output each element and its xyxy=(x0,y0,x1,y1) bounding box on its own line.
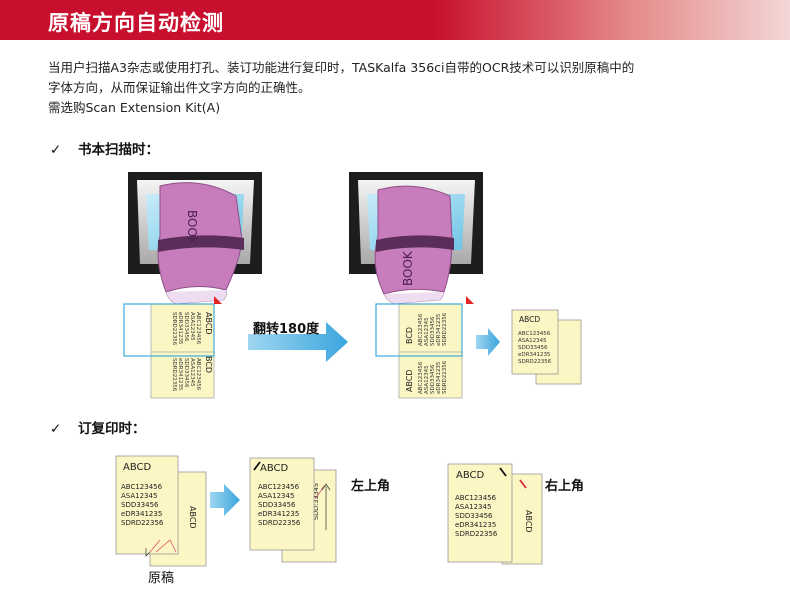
doc-line: SDD33456 xyxy=(430,316,436,346)
doc-line: SDRD22356 xyxy=(171,358,177,392)
doc-line: ASA12345 xyxy=(189,358,195,387)
check-icon: ✓ xyxy=(50,421,62,437)
doc-line: SDD33456 xyxy=(183,312,189,342)
section-book-scan: ✓ 书本扫描时： xyxy=(50,138,159,158)
doc-header-flipped-top: BCD xyxy=(405,327,414,344)
result-arrow-small xyxy=(476,328,500,356)
front-doc-line: ABC123456 xyxy=(455,494,497,502)
doc-line: eDR341235 xyxy=(177,312,183,345)
front-doc-line: SDD33456 xyxy=(455,512,493,520)
output-doc-header: ABCD xyxy=(519,315,540,324)
doc-line: eDR341235 xyxy=(177,358,183,391)
front-doc-line: ABC123456 xyxy=(258,483,300,491)
front-doc-header: ABCD xyxy=(260,463,289,474)
output-doc-line: SDRD22356 xyxy=(518,359,552,365)
doc-line: SDD33456 xyxy=(183,358,189,388)
doc-line: ABC123456 xyxy=(195,312,201,345)
front-doc-line: SDD33456 xyxy=(121,501,159,509)
front-doc-header: ABCD xyxy=(123,462,152,473)
output-pages: ABCD ABC123456 ASA12345 SDD33456 eDR3412… xyxy=(511,309,582,385)
intro-paragraph: 当用户扫描A3杂志或使用打孔、装订功能进行复印时，TASKalfa 356ci自… xyxy=(48,58,738,118)
binding-arrow xyxy=(210,484,240,516)
doc-header-flipped-bottom: ABCD xyxy=(405,369,414,392)
section-book-scan-label: 书本扫描时： xyxy=(78,142,159,158)
doc-line: SDRD22356 xyxy=(442,312,448,346)
book-title: BOOK xyxy=(185,210,199,246)
section-binding-copy: ✓ 订复印时： xyxy=(50,417,146,437)
book-title-flipped: BOOK xyxy=(401,250,415,286)
top-left-label: 左上角 xyxy=(351,479,391,494)
doc-line: ABC123456 xyxy=(195,358,201,391)
doc-header-top: ABCD xyxy=(204,312,213,335)
back-line-text: SDD:33345 xyxy=(312,483,320,520)
doc-line: SDRD22356 xyxy=(171,312,177,346)
scan-result-flipped: BCD ABCD ABC123456 ASA12345 SDD33456 eDR… xyxy=(375,296,474,399)
intro-line-1: 当用户扫描A3杂志或使用打孔、装订功能进行复印时，TASKalfa 356ci自… xyxy=(48,60,635,75)
binding-output-top-right: ABCD ABCD ABC123456 ASA12345 SDD33456 eD… xyxy=(447,463,543,565)
doc-line: SDD33456 xyxy=(430,364,436,394)
check-icon: ✓ xyxy=(50,142,62,158)
intro-line-3: 需选购Scan Extension Kit(A) xyxy=(48,100,221,115)
book-left: BOOK xyxy=(157,182,244,305)
output-doc-line: eDR341235 xyxy=(518,352,551,358)
binding-original-stack: ABCD ABCD ABC123456 ASA12345 SDD33456 eD… xyxy=(115,455,207,567)
doc-line: SDRD22356 xyxy=(442,360,448,394)
front-doc-line: ASA12345 xyxy=(258,492,294,500)
front-doc-line: ASA12345 xyxy=(121,492,157,500)
front-doc-line: eDR341235 xyxy=(455,521,496,529)
output-doc-line: ABC123456 xyxy=(518,331,551,337)
front-doc-line: SDD33456 xyxy=(258,501,296,509)
doc-line: eDR341235 xyxy=(436,313,442,346)
book-right: BOOK xyxy=(374,185,454,305)
front-doc-line: SDRD22356 xyxy=(258,519,301,527)
binding-output-top-left: SDD:33345 ABCD ABC123456 ASA12345 SDD334… xyxy=(249,457,337,563)
scan-result-original: ABCD BCD ABC123456 ASA12345 SDD33456 eDR… xyxy=(123,296,222,399)
front-doc-line: ABC123456 xyxy=(121,483,163,491)
output-doc-line: SDD33456 xyxy=(518,345,548,351)
page-title: 原稿方向自动检测 xyxy=(48,11,224,35)
front-doc-line: ASA12345 xyxy=(455,503,491,511)
doc-line: eDR341235 xyxy=(436,361,442,394)
doc-line: ASA12345 xyxy=(424,365,430,394)
back-doc-header: ABCD xyxy=(188,506,197,529)
doc-line: ABC123456 xyxy=(418,361,424,394)
back-doc-header: ABCD xyxy=(524,510,533,533)
doc-line: ASA12345 xyxy=(189,312,195,341)
top-right-label: 右上角 xyxy=(545,479,585,494)
front-doc-line: eDR341235 xyxy=(258,510,299,518)
original-label: 原稿 xyxy=(148,571,175,586)
header-banner: 原稿方向自动检测 xyxy=(0,0,790,40)
section-binding-copy-label: 订复印时： xyxy=(78,421,146,437)
doc-header-bottom: BCD xyxy=(204,356,213,373)
doc-line: ABC123456 xyxy=(418,313,424,346)
output-doc-line: ASA12345 xyxy=(518,338,547,344)
flip-arrow xyxy=(248,322,348,362)
doc-line: ASA12345 xyxy=(424,317,430,346)
front-doc-line: SDRD22356 xyxy=(121,519,164,527)
flip-180-label: 翻转180度 xyxy=(253,322,320,337)
intro-line-2: 字体方向，从而保证输出件文字方向的正确性。 xyxy=(48,80,311,95)
front-doc-line: eDR341235 xyxy=(121,510,162,518)
front-doc-header: ABCD xyxy=(456,470,485,481)
front-doc-line: SDRD22356 xyxy=(455,530,498,538)
